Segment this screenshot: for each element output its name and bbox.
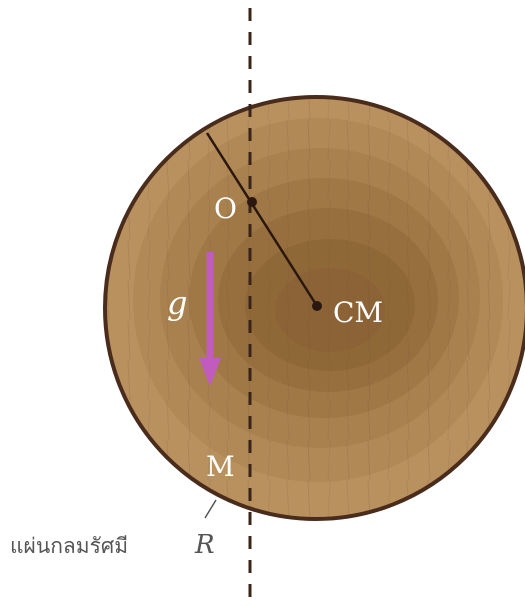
pivot-label: O — [214, 192, 237, 225]
gravity-label: g — [167, 284, 187, 322]
pivot-point — [247, 197, 257, 207]
radius-line — [205, 132, 319, 307]
radius-leader-line — [204, 499, 217, 519]
gravity-down-arrow-icon — [199, 252, 221, 386]
center-of-mass-point — [312, 301, 322, 311]
wooden-disk — [105, 97, 525, 519]
disk-rim — [103, 95, 525, 521]
disk-caption: แผ่นกลมรัศมี — [10, 534, 128, 558]
radius-symbol-label: R — [194, 530, 215, 560]
bottom-point-label: M — [206, 450, 235, 483]
center-of-mass-label: CM — [333, 296, 383, 329]
